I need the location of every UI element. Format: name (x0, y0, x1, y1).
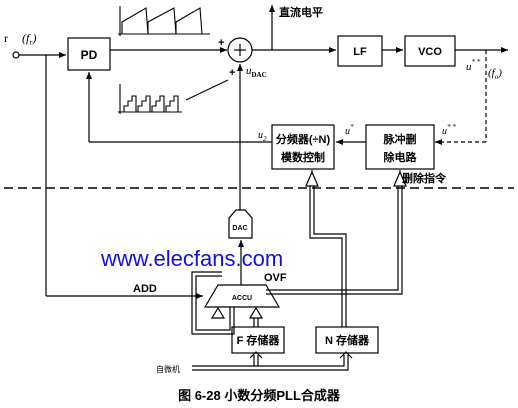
waveform-bottom (118, 79, 229, 114)
add-label: ADD (133, 283, 157, 295)
divider-label-1: 分频器(÷N) (276, 132, 331, 146)
divider-box (271, 124, 335, 170)
input-label: (fr) (22, 31, 36, 47)
pulse-delete-box (365, 124, 435, 170)
sum-plus-left: + (229, 67, 235, 79)
input-terminal (12, 51, 20, 59)
vco-box (404, 35, 456, 67)
lf-box (337, 35, 383, 67)
f-store-label: F 存储器 (237, 333, 281, 347)
pd-label: PD (81, 48, 98, 62)
figure-caption: 图 6-28 小数分频PLL合成器 (178, 388, 341, 403)
pulse-label-1: 脉冲删 (383, 132, 417, 146)
accu-label: ACCU (232, 295, 252, 302)
dac-label: DAC (232, 225, 247, 232)
output-label: u* * (466, 58, 481, 73)
u2-right-label: u* * (442, 123, 456, 137)
ovf-label: OVF (264, 272, 287, 284)
pd-box (67, 37, 111, 71)
waveform-top (118, 6, 210, 36)
accu-block (203, 284, 281, 308)
dac-block (228, 209, 253, 239)
vco-label: VCO (418, 46, 442, 58)
divider-label-2: 模数控制 (281, 150, 325, 164)
u-dac-label: uDAC (246, 65, 267, 79)
watermark: www.elecfans.com (100, 246, 283, 271)
dc-level-label: 直流电平 (279, 5, 323, 19)
pulse-label-2: 除电路 (384, 150, 418, 164)
delete-cmd-label: 删除指令 (402, 171, 447, 185)
lf-label: LF (353, 46, 367, 58)
u2-left-label: u2 (258, 130, 267, 143)
cpu-label: 自微机 (156, 364, 180, 374)
u2-mid-label: u* (345, 123, 354, 137)
sum-plus-top: + (218, 37, 224, 49)
input-prefix: r (4, 31, 8, 45)
output-fo-label: (fo) (488, 67, 502, 81)
n-store-label: N 存储器 (325, 333, 370, 347)
